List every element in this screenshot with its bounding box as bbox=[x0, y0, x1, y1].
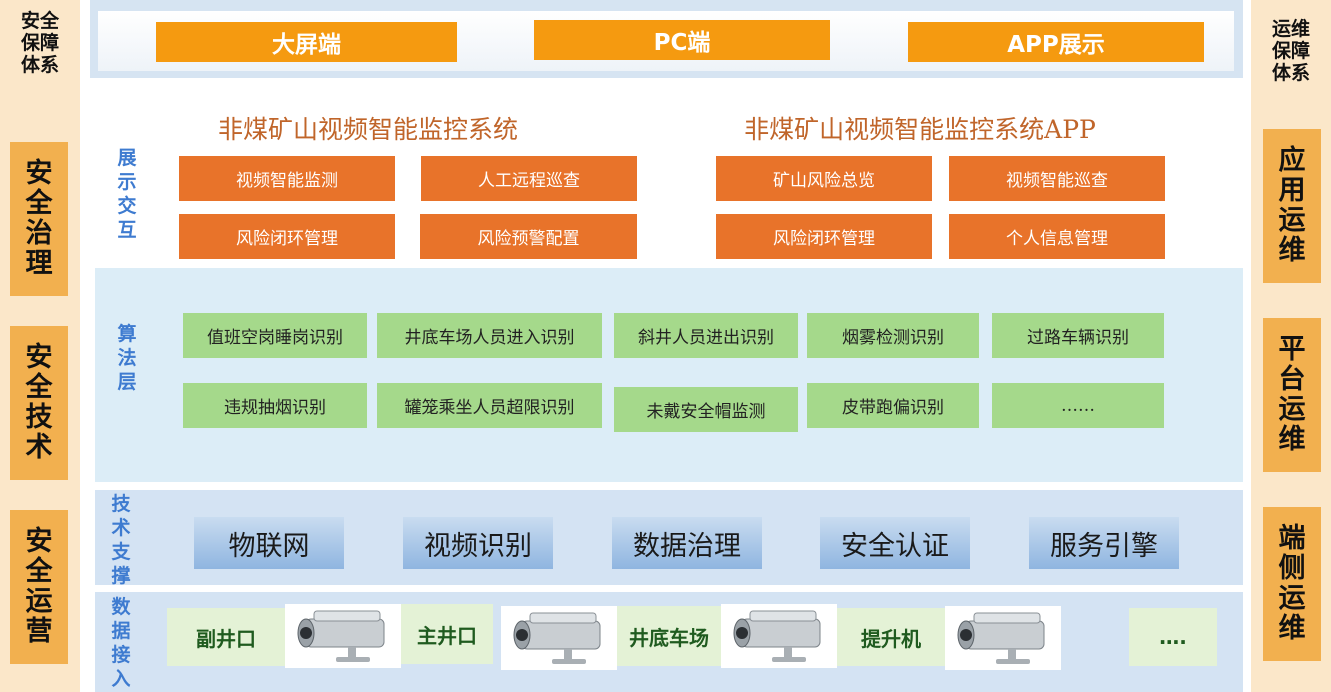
sidebar-item-security-governance: 安全治理 bbox=[10, 142, 68, 296]
algorithm-box: 违规抽烟识别 bbox=[183, 383, 367, 428]
algorithm-box: 未戴安全帽监测 bbox=[614, 387, 798, 432]
algorithm-box: 烟雾检测识别 bbox=[807, 313, 979, 358]
sidebar-item-security-operation: 安全运营 bbox=[10, 510, 68, 664]
algorithm-box: …… bbox=[992, 383, 1164, 428]
function-box: 视频智能监测 bbox=[179, 156, 395, 201]
sidebar-item-label: 应用运维 bbox=[1278, 145, 1306, 266]
camera-image bbox=[945, 606, 1061, 670]
tech-layer: 技术支撑 物联网 视频识别 数据治理 安全认证 服务引擎 bbox=[95, 490, 1243, 587]
tech-box-service-engine: 服务引擎 bbox=[1029, 517, 1179, 569]
algorithm-box: 井底车场人员进入识别 bbox=[377, 313, 602, 358]
algorithm-layer-label: 算法层 bbox=[117, 323, 137, 393]
tech-box-security-auth: 安全认证 bbox=[820, 517, 970, 569]
function-box: 个人信息管理 bbox=[949, 214, 1165, 259]
sidebar-item-label: 端侧运维 bbox=[1278, 523, 1306, 644]
sidebar-item-edge-ops: 端侧运维 bbox=[1263, 507, 1321, 661]
sidebar-item-app-ops: 应用运维 bbox=[1263, 129, 1321, 283]
terminal-app: APP展示 bbox=[908, 22, 1204, 62]
function-box: 风险预警配置 bbox=[420, 214, 637, 259]
camera-image bbox=[285, 604, 401, 668]
camera-image bbox=[501, 606, 617, 670]
algorithm-box: 斜井人员进出识别 bbox=[614, 313, 798, 358]
location-box: 井底车场 bbox=[617, 606, 721, 666]
camera-icon bbox=[733, 610, 821, 662]
function-box: 视频智能巡查 bbox=[949, 156, 1165, 201]
sidebar-item-label: 平台运维 bbox=[1278, 334, 1306, 455]
sidebar-item-label: 安全治理 bbox=[25, 158, 53, 279]
display-layer: 展示交互 非煤矿山视频智能监控系统 非煤矿山视频智能监控系统APP 视频智能监测… bbox=[90, 80, 1243, 266]
data-layer-label: 数据接入 bbox=[111, 596, 131, 690]
display-layer-label: 展示交互 bbox=[117, 147, 137, 241]
camera-icon bbox=[513, 612, 601, 664]
terminal-bigscreen: 大屏端 bbox=[156, 22, 457, 62]
data-layer: 数据接入 副井口 主井口 井底车场 bbox=[95, 592, 1243, 692]
left-sidebar-header: 安全 保障 体系 bbox=[20, 10, 59, 76]
algorithm-box: 罐笼乘坐人员超限识别 bbox=[377, 383, 602, 428]
tech-layer-label: 技术支撑 bbox=[111, 493, 131, 587]
location-box: 主井口 bbox=[401, 604, 493, 664]
algorithm-layer: 算法层 值班空岗睡岗识别 井底车场人员进入识别 斜井人员进出识别 烟雾检测识别 … bbox=[95, 268, 1243, 482]
sidebar-item-security-technology: 安全技术 bbox=[10, 326, 68, 480]
sidebar-item-label: 安全运营 bbox=[25, 526, 53, 647]
location-box: 提升机 bbox=[837, 608, 945, 666]
left-sidebar: 安全 保障 体系 安全治理 安全技术 安全运营 bbox=[0, 0, 80, 692]
right-sidebar: 运维 保障 体系 应用运维 平台运维 端侧运维 bbox=[1251, 0, 1331, 692]
function-box: 人工远程巡查 bbox=[421, 156, 637, 201]
tech-box-data-governance: 数据治理 bbox=[612, 517, 762, 569]
algorithm-box: 过路车辆识别 bbox=[992, 313, 1164, 358]
terminal-layer: 大屏端 PC端 APP展示 bbox=[90, 0, 1243, 78]
algorithm-box: 皮带跑偏识别 bbox=[807, 383, 979, 428]
location-box: 副井口 bbox=[167, 608, 285, 666]
system-title-pc: 非煤矿山视频智能监控系统 bbox=[217, 115, 518, 144]
location-box-more: …. bbox=[1129, 608, 1217, 666]
camera-icon bbox=[297, 610, 385, 662]
function-box: 风险闭环管理 bbox=[179, 214, 395, 259]
function-box: 矿山风险总览 bbox=[716, 156, 932, 201]
sidebar-item-platform-ops: 平台运维 bbox=[1263, 318, 1321, 472]
system-title-app: 非煤矿山视频智能监控系统APP bbox=[744, 115, 1096, 144]
algorithm-box: 值班空岗睡岗识别 bbox=[183, 313, 367, 358]
sidebar-item-label: 安全技术 bbox=[25, 342, 53, 463]
terminal-pc: PC端 bbox=[534, 20, 830, 60]
tech-box-iot: 物联网 bbox=[194, 517, 344, 569]
camera-image bbox=[721, 604, 837, 668]
tech-box-video-recognition: 视频识别 bbox=[403, 517, 553, 569]
function-box: 风险闭环管理 bbox=[716, 214, 932, 259]
right-sidebar-header: 运维 保障 体系 bbox=[1271, 18, 1310, 84]
camera-icon bbox=[957, 612, 1045, 664]
